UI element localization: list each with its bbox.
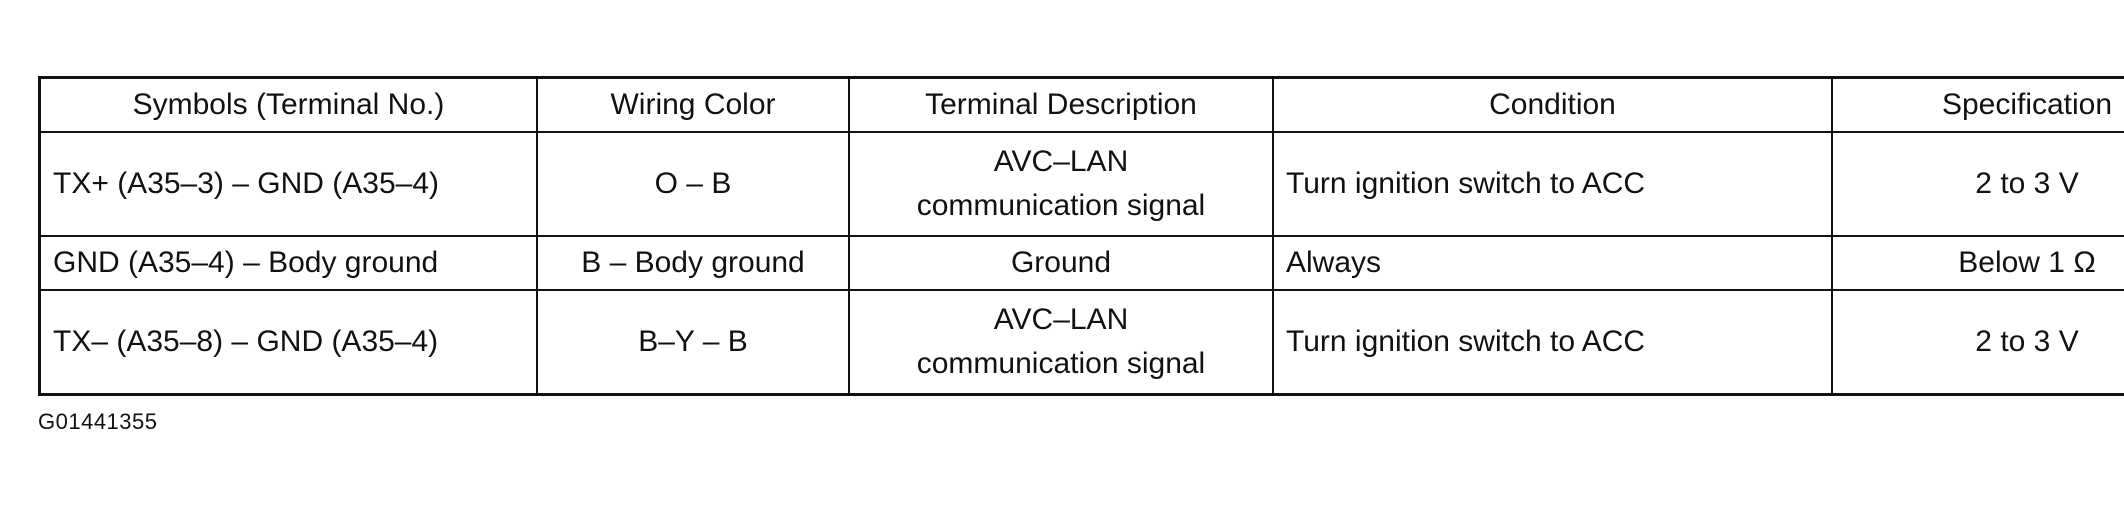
table-row: TX+ (A35–3) – GND (A35–4) O – B AVC–LAN … [38,131,2124,237]
header-symbols: Symbols (Terminal No.) [38,76,538,133]
cell-condition: Always [1272,235,1833,291]
cell-wiring-color: O – B [536,131,850,237]
header-wiring-color: Wiring Color [536,76,850,133]
header-specification: Specification [1831,76,2124,133]
cell-symbols: GND (A35–4) – Body ground [38,235,538,291]
cell-wiring-color: B – Body ground [536,235,850,291]
cell-specification: 2 to 3 V [1831,289,2124,396]
cell-specification: Below 1 Ω [1831,235,2124,291]
cell-terminal-description: AVC–LAN communication signal [848,131,1274,237]
terminal-spec-table: Symbols (Terminal No.) Wiring Color Term… [38,76,2124,396]
cell-condition: Turn ignition switch to ACC [1272,289,1833,396]
cell-wiring-color: B–Y – B [536,289,850,396]
cell-terminal-description: Ground [848,235,1274,291]
figure-id: G01441355 [38,409,158,434]
table-row: TX– (A35–8) – GND (A35–4) B–Y – B AVC–LA… [38,289,2124,396]
table-header-row: Symbols (Terminal No.) Wiring Color Term… [38,76,2124,133]
cell-terminal-description: AVC–LAN communication signal [848,289,1274,396]
header-terminal-description: Terminal Description [848,76,1274,133]
cell-condition: Turn ignition switch to ACC [1272,131,1833,237]
terminal-spec-table-container: Symbols (Terminal No.) Wiring Color Term… [38,76,2124,396]
cell-specification: 2 to 3 V [1831,131,2124,237]
description-line-1: AVC–LAN [993,303,1129,336]
description-line-2: communication signal [916,347,1206,380]
cell-symbols: TX– (A35–8) – GND (A35–4) [38,289,538,396]
table-row: GND (A35–4) – Body ground B – Body groun… [38,235,2124,291]
description-line-2: communication signal [916,189,1206,222]
cell-symbols: TX+ (A35–3) – GND (A35–4) [38,131,538,237]
header-condition: Condition [1272,76,1833,133]
description-line-1: AVC–LAN [993,145,1129,178]
